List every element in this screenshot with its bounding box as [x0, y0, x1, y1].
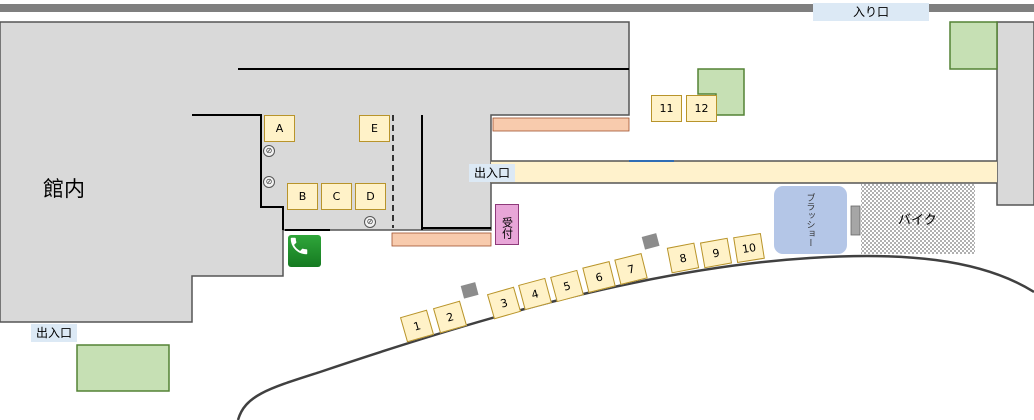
- entrance-middle[interactable]: 出入口: [469, 164, 515, 182]
- brush-area: [774, 186, 847, 254]
- top-wall: [0, 4, 1034, 12]
- right-building: [996, 21, 1034, 206]
- booth-12[interactable]: 12: [686, 95, 717, 122]
- road-curve: [236, 254, 1034, 420]
- entrance-top[interactable]: 入り口: [813, 3, 929, 21]
- reception-desk[interactable]: 受付: [495, 204, 519, 245]
- phone-handset-icon: [290, 237, 308, 255]
- booth-B[interactable]: B: [287, 183, 318, 210]
- peach-bar-top: [492, 117, 630, 132]
- bin-2: [641, 233, 660, 250]
- booth-10[interactable]: 10: [733, 232, 765, 264]
- walkway: [491, 161, 997, 183]
- outlet-icon: ⊘: [263, 176, 275, 188]
- building-label: 館内: [43, 177, 85, 201]
- brush-post: [850, 205, 861, 236]
- bike-area: [861, 184, 975, 254]
- outlet-icon: ⊘: [263, 145, 275, 157]
- brush-label: ブラッショー: [804, 193, 815, 247]
- booth-C[interactable]: C: [321, 183, 352, 210]
- green-area-top-right: [949, 21, 998, 70]
- booth-A[interactable]: A: [264, 115, 295, 142]
- interior-walls: [192, 68, 629, 231]
- booth-D[interactable]: D: [355, 183, 386, 210]
- booth-11[interactable]: 11: [651, 95, 682, 122]
- booth-9[interactable]: 9: [699, 237, 733, 269]
- bin-1: [460, 282, 479, 299]
- booth-8[interactable]: 8: [666, 242, 700, 274]
- outlet-icon: ⊘: [364, 216, 376, 228]
- peach-bar-bottom: [391, 232, 492, 247]
- booth-E[interactable]: E: [359, 115, 390, 142]
- green-area-bottom-left: [76, 344, 170, 392]
- entrance-left[interactable]: 出入口: [31, 324, 77, 342]
- phone-icon[interactable]: [288, 235, 321, 267]
- bike-label: バイク: [898, 213, 937, 228]
